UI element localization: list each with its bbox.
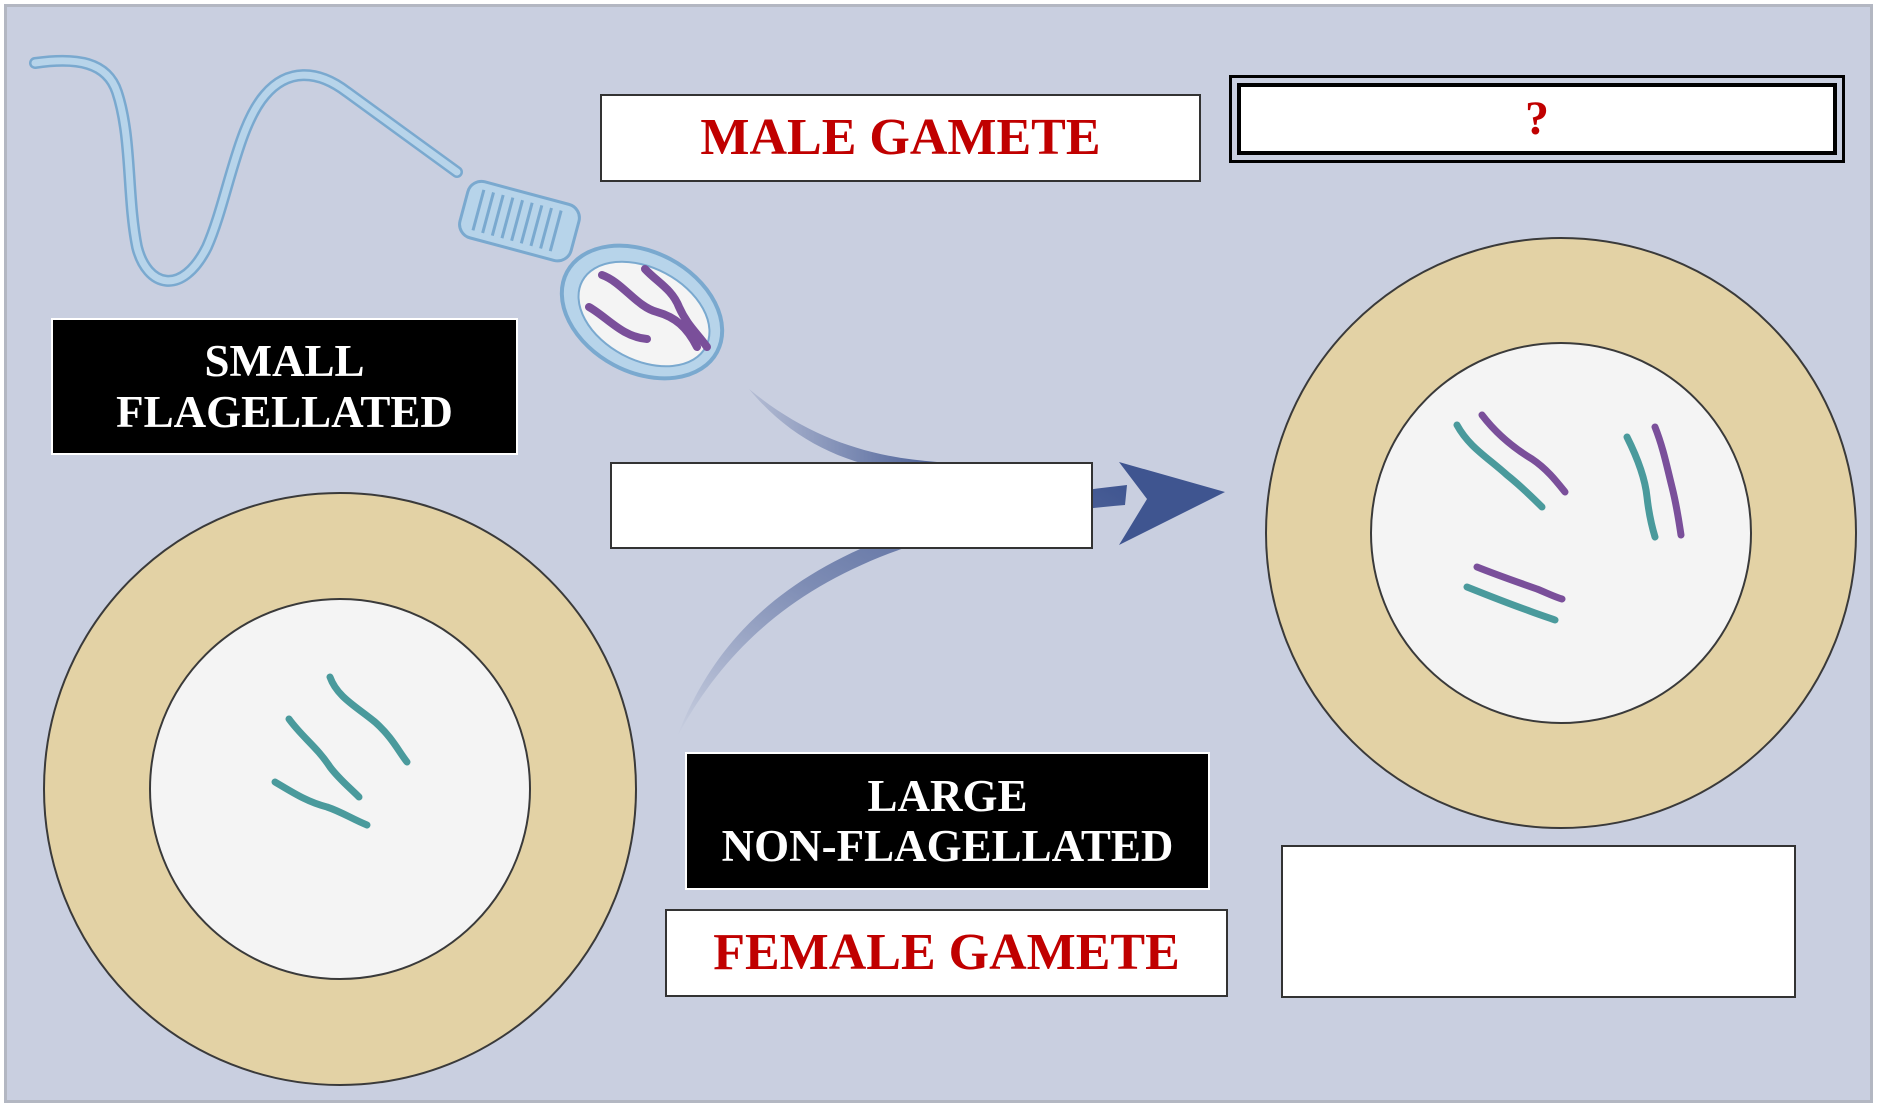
large-non-flagellated-label: LARGE NON-FLAGELLATED xyxy=(685,752,1210,890)
unknown-answer-box[interactable]: ? xyxy=(1237,83,1837,155)
large-text: LARGE xyxy=(867,771,1027,821)
male-gamete-text: MALE GAMETE xyxy=(700,109,1100,167)
female-gamete-text: FEMALE GAMETE xyxy=(713,924,1180,982)
arrow-blank-box[interactable] xyxy=(610,462,1093,549)
fertilization-arrow-icon xyxy=(677,389,1225,737)
flagellated-text: FLAGELLATED xyxy=(116,387,453,437)
non-flagellated-text: NON-FLAGELLATED xyxy=(722,821,1174,871)
small-flagellated-label: SMALL FLAGELLATED xyxy=(51,318,518,455)
question-mark-text: ? xyxy=(1525,92,1549,146)
egg-cell-icon xyxy=(44,493,636,1085)
male-gamete-label: MALE GAMETE xyxy=(600,94,1201,182)
diagram-canvas: MALE GAMETE ? SMALL FLAGELLATED LARGE NO… xyxy=(4,4,1873,1103)
small-text: SMALL xyxy=(204,336,364,386)
zygote-cell-icon xyxy=(1266,238,1856,828)
zygote-blank-box[interactable] xyxy=(1281,845,1796,998)
female-gamete-label: FEMALE GAMETE xyxy=(665,909,1228,997)
